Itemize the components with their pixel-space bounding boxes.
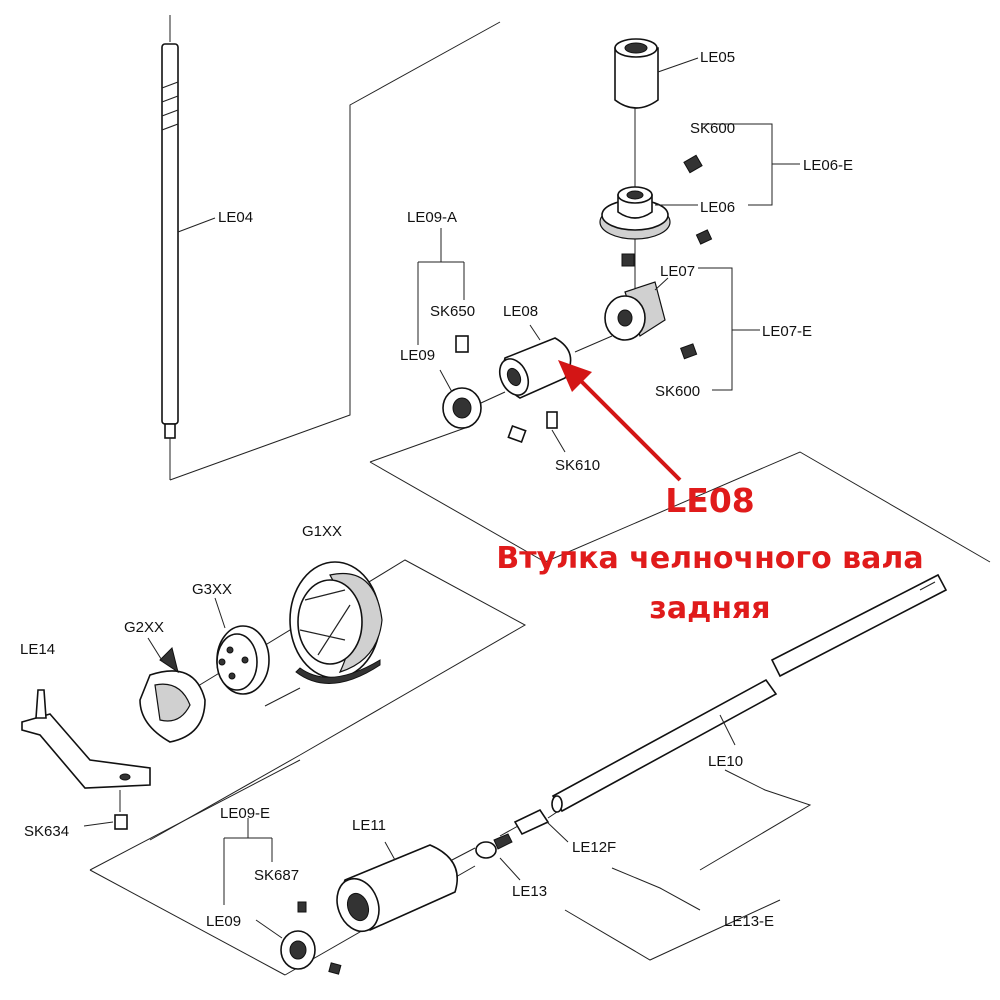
label-le10: LE10	[708, 753, 743, 770]
bobbin-case-g2xx	[139, 637, 206, 743]
gear-le07	[604, 253, 698, 360]
part-labels: LE04 LE05 SK600 LE06-E LE06 LE07 LE07-E …	[20, 49, 853, 930]
label-sk610: SK610	[555, 457, 600, 474]
upper-leader-lines	[417, 123, 800, 453]
shaft-le04	[161, 15, 216, 478]
label-le09-a: LE09-A	[407, 209, 457, 226]
label-g3xx: G3XX	[192, 581, 232, 598]
collar-le09-lower	[223, 818, 342, 975]
annotation-line2: задняя	[649, 591, 770, 626]
annotation-code: LE08	[665, 481, 755, 520]
label-le14: LE14	[20, 641, 55, 658]
label-g1xx: G1XX	[302, 523, 342, 540]
label-le08: LE08	[503, 303, 538, 320]
label-sk600-top: SK600	[690, 120, 735, 137]
label-le13-e: LE13-E	[724, 913, 774, 930]
label-sk600-bottom: SK600	[655, 383, 700, 400]
label-sk687: SK687	[254, 867, 299, 884]
bushing-le11	[336, 841, 459, 933]
label-le13: LE13	[512, 883, 547, 900]
label-le09-upper: LE09	[400, 347, 435, 364]
label-le06-e: LE06-E	[803, 157, 853, 174]
pin-le12f	[513, 808, 569, 843]
gear-le06	[599, 154, 713, 245]
guide-lines	[89, 21, 991, 976]
annotation-line1: Втулка челночного вала	[496, 541, 923, 576]
screw-le13	[475, 833, 701, 911]
bushing-le05	[614, 38, 699, 109]
label-sk634: SK634	[24, 823, 69, 840]
plate-le14	[21, 689, 151, 830]
bushing-le08	[498, 324, 572, 429]
label-le09-e: LE09-E	[220, 805, 270, 822]
bobbin-g3xx	[214, 597, 270, 695]
collar-le09-upper	[439, 335, 527, 444]
label-le07-e: LE07-E	[762, 323, 812, 340]
label-le05: LE05	[700, 49, 735, 66]
annotation: LE08 Втулка челночного вала задняя	[496, 481, 923, 626]
label-le04: LE04	[218, 209, 253, 226]
label-sk650: SK650	[430, 303, 475, 320]
label-le11: LE11	[352, 817, 386, 834]
label-le07: LE07	[660, 263, 695, 280]
label-g2xx: G2XX	[124, 619, 164, 636]
label-le12f: LE12F	[572, 839, 616, 856]
label-le09-lower: LE09	[206, 913, 241, 930]
annotation-arrow	[558, 360, 682, 482]
label-le06: LE06	[700, 199, 735, 216]
shaft-le10	[551, 573, 948, 871]
hook-g1xx	[289, 561, 383, 684]
